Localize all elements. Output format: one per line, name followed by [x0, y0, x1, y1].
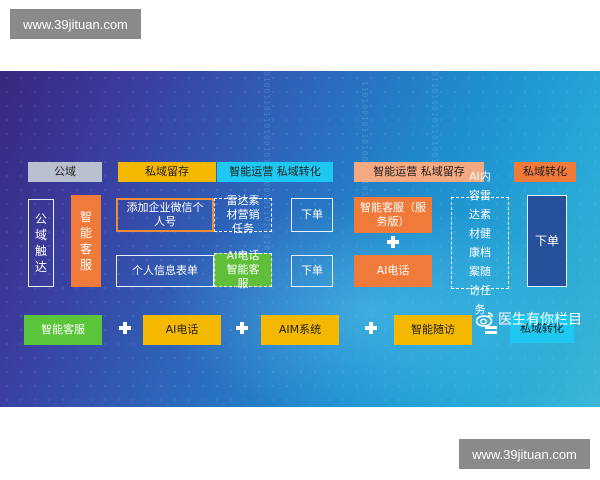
diagram-banner: 01001101101001010110010110100101 1101001… — [0, 71, 600, 407]
smart-cs-vertical-box: 智能客服 — [71, 195, 101, 287]
bottom-aim-system-box: AIM系统 — [261, 315, 339, 345]
bottom-smart-cs-box: 智能客服 — [24, 315, 102, 345]
bottom-smart-followup-box: 智能随访 — [394, 315, 472, 345]
bottom-ai-call-box: AI电话 — [143, 315, 221, 345]
info-form-box: 个人信息表单 — [116, 255, 214, 287]
binary-stream-decoration: 1101001011010010110100101 — [360, 81, 369, 227]
add-wechat-box: 添加企业微信个人号 — [116, 198, 214, 232]
plus-icon — [387, 236, 399, 248]
glow-decoration — [160, 201, 580, 407]
binary-stream-decoration: 0110100101101001 — [430, 71, 439, 165]
header-smart-ops-retention: 智能运营 私域留存 — [354, 162, 484, 182]
watermark-bottom: www.39jituan.com — [459, 439, 590, 469]
ai-call-cs-box: AI电话智能客服 — [214, 249, 272, 290]
public-reach-box: 公域触达 — [28, 199, 54, 287]
brand-label: 医生有你栏目 — [498, 312, 582, 328]
plus-icon — [236, 322, 248, 334]
order-box-2: 下单 — [291, 255, 333, 287]
equals-icon — [485, 325, 497, 335]
header-private-retention: 私域留存 — [118, 162, 216, 182]
header-smart-ops-convert: 智能运营 私域转化 — [217, 162, 333, 182]
weibo-icon — [476, 312, 494, 327]
smart-cs-service-box: 智能客服（服务版） — [354, 197, 432, 233]
ai-content-list-box: AI内容雷达素材健康档案随访任务 — [451, 170, 509, 316]
order-box-1: 下单 — [291, 198, 333, 232]
header-private-convert: 私域转化 — [514, 162, 576, 182]
final-order-box: 下单 — [527, 195, 567, 287]
plus-icon — [365, 322, 377, 334]
watermark-top: www.39jituan.com — [10, 9, 141, 39]
plus-icon — [119, 322, 131, 334]
bottom-private-convert-box: 私域转化 — [510, 315, 574, 343]
radar-task-box: 雷达素材营销任务 — [214, 194, 272, 235]
header-public: 公域 — [28, 162, 102, 182]
ai-call-box: AI电话 — [354, 255, 432, 287]
brand-weibo: 医生有你栏目 — [476, 309, 582, 329]
